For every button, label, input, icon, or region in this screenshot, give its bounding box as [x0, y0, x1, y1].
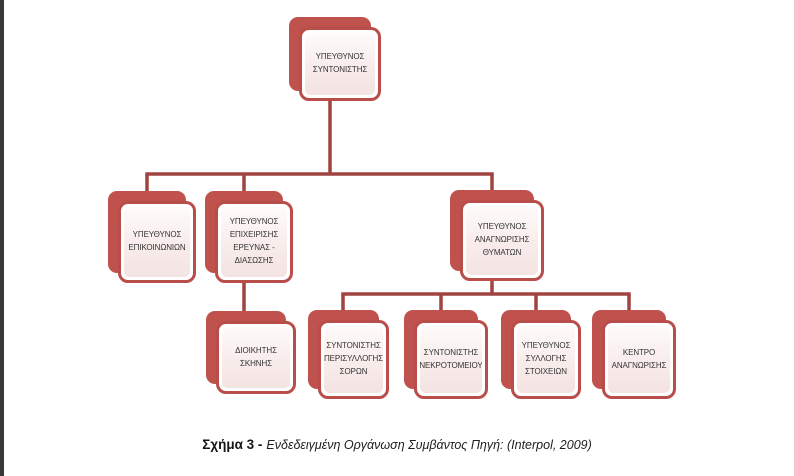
org-node-body-recovery: ΣΥΝΤΟΝΙΣΤΗΣ ΠΕΡΙΣΥΛΛΟΓΗΣ ΣΟΡΩΝ: [308, 310, 389, 399]
node-front: ΥΠΕΥΘΥΝΟΣ ΕΠΙΚΟΙΝΩΝΙΩΝ: [118, 201, 196, 283]
node-front: ΥΠΕΥΘΥΝΟΣ ΕΠΙΧΕΙΡΙΣΗΣ ΕΡΕΥΝΑΣ - ΔΙΑΣΩΣΗΣ: [215, 201, 293, 283]
node-label: ΣΥΝΤΟΝΙΣΤΗΣ ΠΕΡΙΣΥΛΛΟΓΗΣ ΣΟΡΩΝ: [324, 326, 383, 393]
org-node-communications: ΥΠΕΥΘΥΝΟΣ ΕΠΙΚΟΙΝΩΝΙΩΝ: [108, 191, 196, 283]
node-front: ΥΠΕΥΘΥΝΟΣ ΑΝΑΓΝΩΡΙΣΗΣ ΘΥΜΑΤΩΝ: [460, 200, 544, 281]
node-label: ΚΕΝΤΡΟ ΑΝΑΓΝΩΡΙΣΗΣ: [608, 326, 670, 393]
org-node-coordinator: ΥΠΕΥΘΥΝΟΣ ΣΥΝΤΟΝΙΣΤΗΣ: [289, 17, 381, 101]
org-node-victim-identification: ΥΠΕΥΘΥΝΟΣ ΑΝΑΓΝΩΡΙΣΗΣ ΘΥΜΑΤΩΝ: [450, 190, 544, 281]
node-label: ΣΥΝΤΟΝΙΣΤΗΣ ΝΕΚΡΟΤΟΜΕΙΟΥ: [420, 326, 482, 393]
org-node-data-collection: ΥΠΕΥΘΥΝΟΣ ΣΥΛΛΟΓΗΣ ΣΤΟΙΧΕΙΩΝ: [501, 310, 581, 399]
node-label: ΥΠΕΥΘΥΝΟΣ ΕΠΙΚΟΙΝΩΝΙΩΝ: [124, 207, 190, 277]
node-front: ΣΥΝΤΟΝΙΣΤΗΣ ΝΕΚΡΟΤΟΜΕΙΟΥ: [414, 320, 488, 399]
node-label: ΥΠΕΥΘΥΝΟΣ ΣΥΛΛΟΓΗΣ ΣΤΟΙΧΕΙΩΝ: [517, 326, 575, 393]
node-front: ΚΕΝΤΡΟ ΑΝΑΓΝΩΡΙΣΗΣ: [602, 320, 676, 399]
node-front: ΔΙΟΙΚΗΤΗΣ ΣΚΗΝΗΣ: [216, 321, 296, 394]
figure-caption-label: Σχήμα 3 -: [202, 437, 263, 452]
node-label: ΥΠΕΥΘΥΝΟΣ ΣΥΝΤΟΝΙΣΤΗΣ: [305, 33, 375, 95]
figure-caption-text: Ενδεδειγμένη Οργάνωση Συμβάντος Πηγή: (I…: [266, 438, 592, 452]
org-node-search-rescue: ΥΠΕΥΘΥΝΟΣ ΕΠΙΧΕΙΡΙΣΗΣ ΕΡΕΥΝΑΣ - ΔΙΑΣΩΣΗΣ: [205, 191, 293, 283]
node-front: ΣΥΝΤΟΝΙΣΤΗΣ ΠΕΡΙΣΥΛΛΟΓΗΣ ΣΟΡΩΝ: [318, 320, 389, 399]
node-label: ΥΠΕΥΘΥΝΟΣ ΑΝΑΓΝΩΡΙΣΗΣ ΘΥΜΑΤΩΝ: [466, 206, 538, 275]
org-node-scene-commander: ΔΙΟΙΚΗΤΗΣ ΣΚΗΝΗΣ: [206, 311, 296, 394]
page-edge-bar: [0, 0, 4, 476]
node-label: ΥΠΕΥΘΥΝΟΣ ΕΠΙΧΕΙΡΙΣΗΣ ΕΡΕΥΝΑΣ - ΔΙΑΣΩΣΗΣ: [221, 207, 287, 277]
org-node-mortuary: ΣΥΝΤΟΝΙΣΤΗΣ ΝΕΚΡΟΤΟΜΕΙΟΥ: [404, 310, 488, 399]
org-node-identification-center: ΚΕΝΤΡΟ ΑΝΑΓΝΩΡΙΣΗΣ: [592, 310, 676, 399]
node-front: ΥΠΕΥΘΥΝΟΣ ΣΥΝΤΟΝΙΣΤΗΣ: [299, 27, 381, 101]
figure-caption: Σχήμα 3 -Ενδεδειγμένη Οργάνωση Συμβάντος…: [4, 436, 790, 454]
node-front: ΥΠΕΥΘΥΝΟΣ ΣΥΛΛΟΓΗΣ ΣΤΟΙΧΕΙΩΝ: [511, 320, 581, 399]
node-label: ΔΙΟΙΚΗΤΗΣ ΣΚΗΝΗΣ: [222, 327, 290, 388]
